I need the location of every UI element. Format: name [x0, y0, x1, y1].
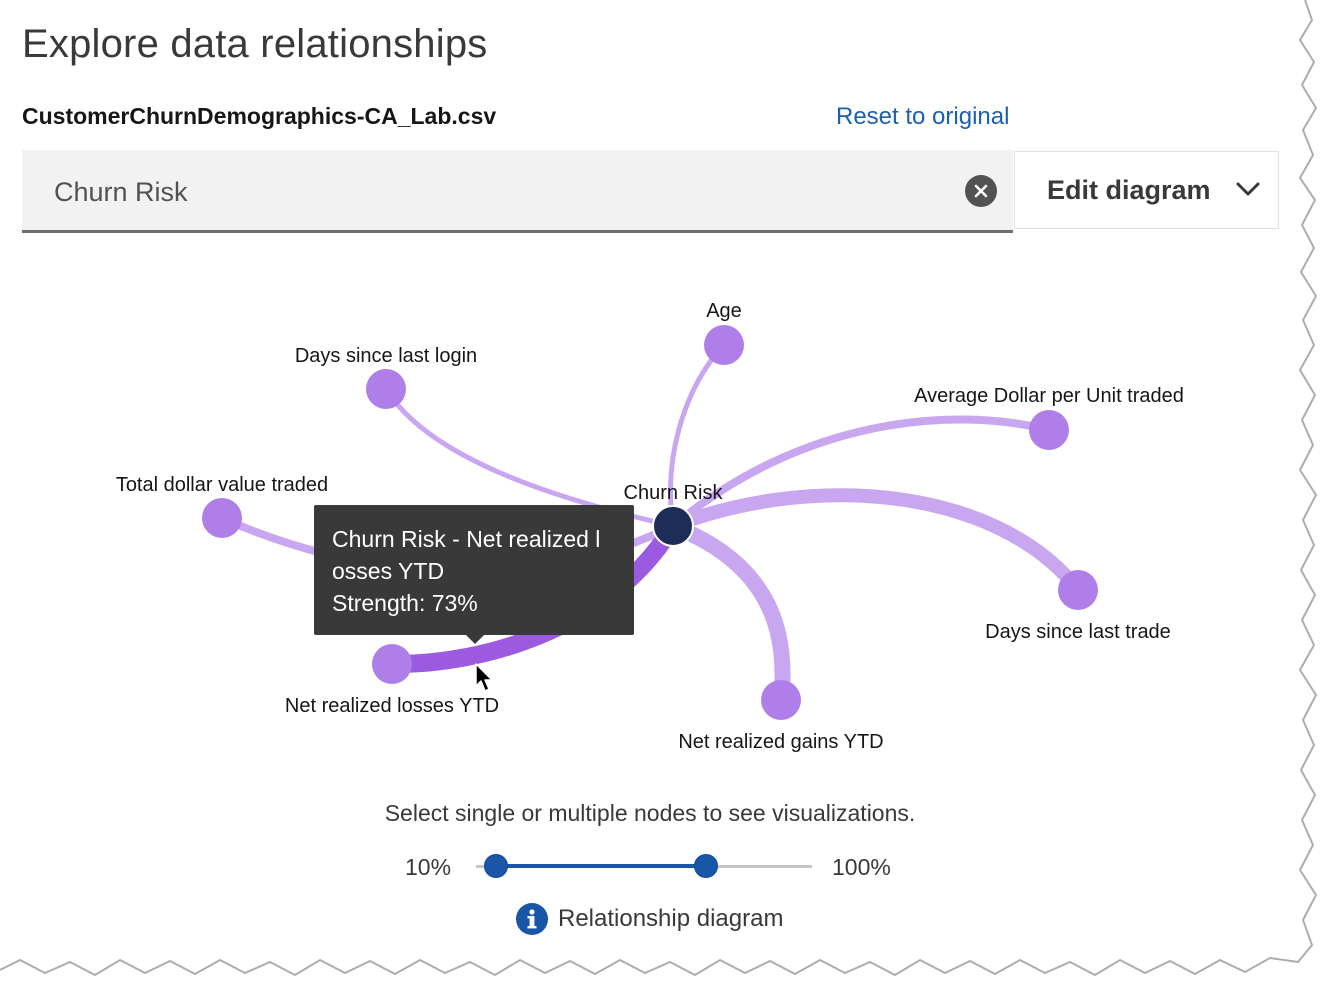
edge-net-realized-gains[interactable]: [670, 518, 791, 701]
slider-low-handle[interactable]: [484, 854, 508, 878]
slider-max-label: 100%: [832, 854, 891, 880]
node-label-net-realized-gains: Net realized gains YTD: [678, 731, 883, 753]
relationship-diagram: Age Days since last login Average Dollar…: [116, 300, 1184, 753]
slider-high-handle[interactable]: [694, 854, 718, 878]
search-input[interactable]: [54, 172, 934, 212]
node-churn-risk[interactable]: [652, 505, 694, 547]
info-icon[interactable]: [516, 903, 548, 935]
node-label-days-since-last-trade: Days since last trade: [985, 621, 1171, 643]
node-days-since-last-login[interactable]: [366, 369, 406, 409]
node-label-total-dollar-value: Total dollar value traded: [116, 474, 328, 496]
edit-diagram-label: Edit diagram: [1047, 175, 1211, 205]
tooltip-caret: [464, 633, 486, 644]
node-label-churn-risk: Churn Risk: [624, 482, 724, 504]
diagram-legend: Relationship diagram: [516, 902, 783, 936]
node-age[interactable]: [704, 325, 744, 365]
node-net-realized-gains[interactable]: [761, 680, 801, 720]
node-days-since-last-trade[interactable]: [1058, 570, 1098, 610]
node-label-age: Age: [706, 300, 742, 322]
strength-range-slider[interactable]: 10% 100%: [400, 845, 920, 889]
node-label-days-since-last-login: Days since last login: [295, 345, 477, 367]
slider-selected-range: [496, 864, 706, 868]
page-title: Explore data relationships: [22, 22, 488, 66]
close-icon: [974, 184, 988, 198]
node-label-average-dollar-per-unit: Average Dollar per Unit traded: [914, 385, 1184, 407]
node-label-net-realized-losses: Net realized losses YTD: [285, 695, 499, 717]
search-field: [22, 150, 1013, 233]
tooltip-line-1: Churn Risk - Net realized l: [332, 526, 601, 552]
edge-days-since-last-trade[interactable]: [670, 488, 1084, 595]
dataset-file-name: CustomerChurnDemographics-CA_Lab.csv: [22, 103, 497, 129]
edge-tooltip: Churn Risk - Net realized l osses YTD St…: [314, 505, 634, 635]
info-glyph: [527, 909, 537, 929]
legend-label: Relationship diagram: [558, 905, 784, 932]
clear-search-button[interactable]: [965, 175, 997, 207]
selection-hint: Select single or multiple nodes to see v…: [384, 800, 916, 826]
edit-diagram-dropdown[interactable]: Edit diagram: [1014, 151, 1279, 229]
reset-to-original-link[interactable]: Reset to original: [836, 103, 1010, 130]
node-average-dollar-per-unit[interactable]: [1029, 410, 1069, 450]
slider-min-label: 10%: [405, 854, 452, 880]
mouse-pointer-icon: [475, 663, 493, 692]
tooltip-line-2: osses YTD: [332, 558, 445, 584]
tooltip-strength: Strength: 73%: [332, 590, 478, 616]
node-net-realized-losses[interactable]: [372, 644, 412, 684]
chevron-down-icon: [1236, 182, 1260, 196]
node-total-dollar-value[interactable]: [202, 498, 242, 538]
